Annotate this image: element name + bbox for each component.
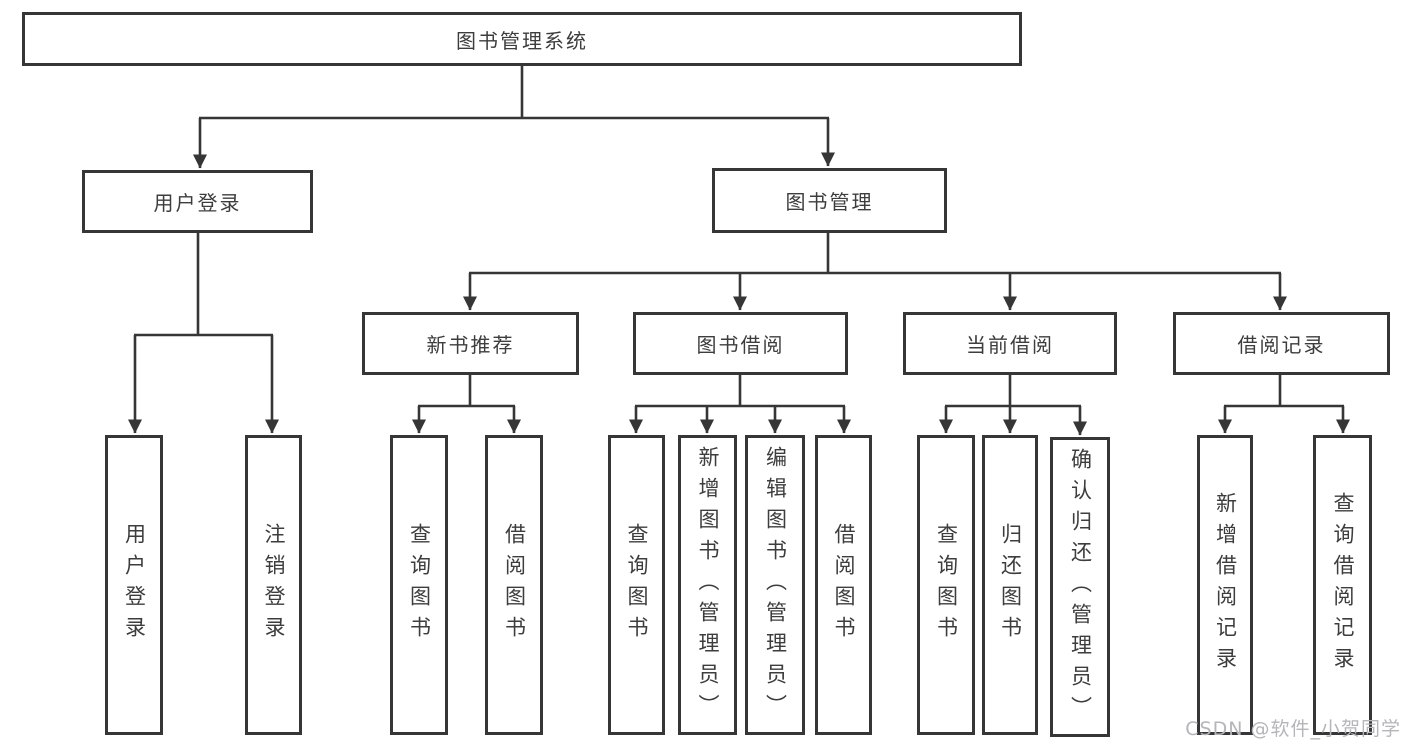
node-label: 用户登录: [153, 191, 242, 215]
leaf-borrow-books: 借阅图书: [815, 435, 872, 735]
node-label: 新增图书（管理员）: [696, 445, 720, 725]
node-label: 查询图书: [625, 523, 649, 647]
csdn-watermark: CSDN @软件_小贺同学: [1185, 718, 1401, 740]
node-label: 图书管理: [785, 190, 874, 214]
node-label: 借阅图书: [502, 523, 527, 647]
node-root-system: 图书管理系统: [22, 12, 1022, 66]
leaf-borrow-query-books: 查询图书: [608, 435, 665, 735]
node-borrowing-records: 借阅记录: [1173, 312, 1390, 375]
node-label: 图书借阅: [696, 333, 785, 357]
node-label: 查询图书: [407, 523, 432, 647]
node-label: 查询借阅记录: [1331, 492, 1355, 678]
leaf-confirm-return-admin: 确认归还（管理员）: [1050, 437, 1110, 737]
node-new-book-recommend: 新书推荐: [362, 312, 579, 375]
node-user-login: 用户登录: [82, 170, 313, 233]
leaf-newbook-query-books: 查询图书: [390, 435, 448, 735]
leaf-newbook-borrow-books: 借阅图书: [485, 435, 543, 735]
node-label: 当前借阅: [966, 333, 1054, 357]
node-current-borrowing: 当前借阅: [903, 312, 1117, 375]
leaf-return-books: 归还图书: [982, 435, 1038, 735]
leaf-add-borrow-record: 新增借阅记录: [1197, 435, 1253, 735]
node-book-borrowing: 图书借阅: [633, 312, 848, 375]
node-label: 查询图书: [934, 523, 959, 647]
leaf-add-books-admin: 新增图书（管理员）: [678, 435, 737, 735]
node-label: 借阅记录: [1237, 333, 1326, 357]
node-label: 归还图书: [998, 523, 1023, 647]
node-label: 用户登录: [122, 523, 147, 647]
node-label: 借阅图书: [832, 523, 856, 647]
leaf-user-login: 用户登录: [105, 435, 163, 735]
node-label: 编辑图书（管理员）: [763, 445, 788, 725]
leaf-edit-books-admin: 编辑图书（管理员）: [745, 435, 805, 735]
leaf-current-query-books: 查询图书: [917, 435, 975, 735]
node-book-management: 图书管理: [712, 168, 947, 233]
leaf-logout: 注销登录: [245, 435, 302, 735]
node-label: 新增借阅记录: [1213, 492, 1238, 678]
leaf-query-borrow-record: 查询借阅记录: [1313, 435, 1372, 735]
node-label: 注销登录: [262, 523, 286, 647]
node-label: 图书管理系统: [456, 28, 588, 53]
node-label: 确认归还（管理员）: [1068, 447, 1093, 727]
node-label: 新书推荐: [426, 333, 515, 357]
